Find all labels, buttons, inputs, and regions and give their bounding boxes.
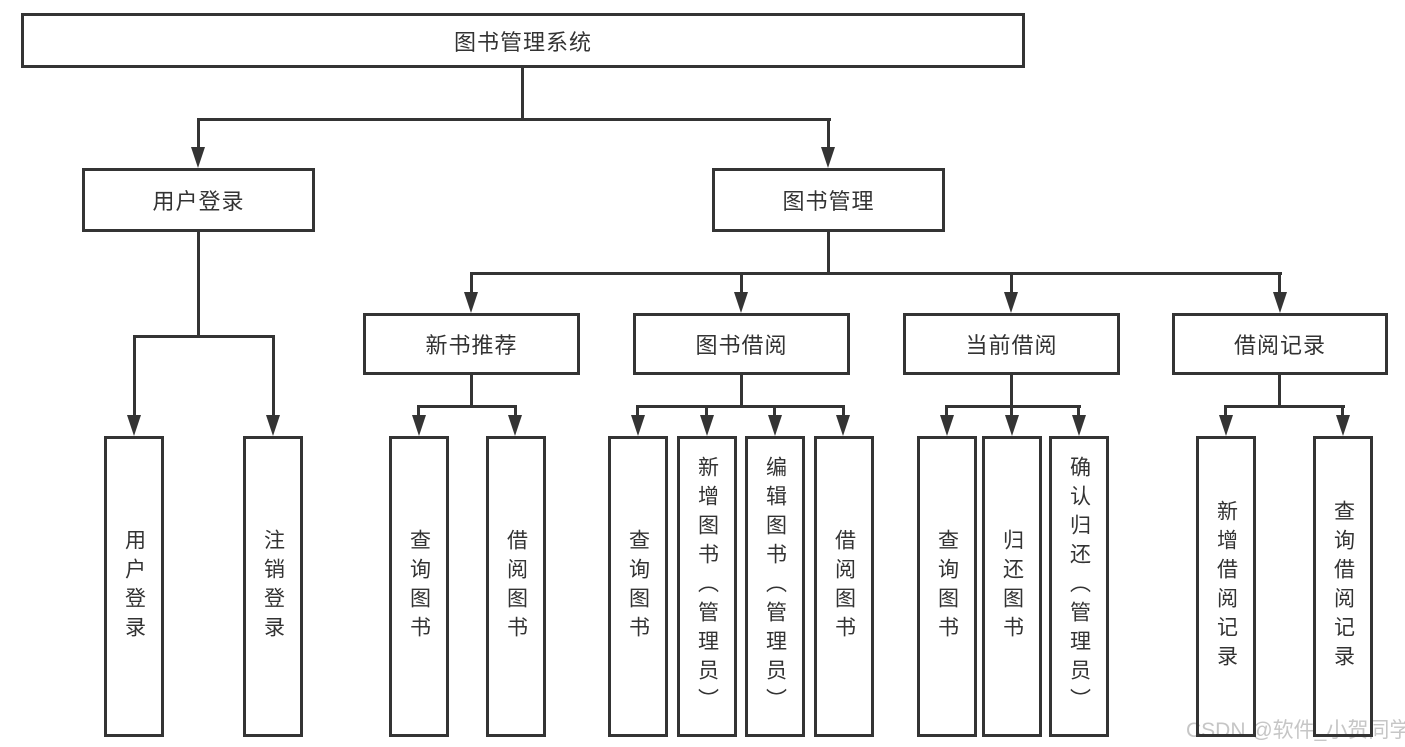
connector-line bbox=[1341, 405, 1344, 417]
node-label: 借阅记录 bbox=[1233, 333, 1326, 358]
leaf-logout-login: 注销登录 bbox=[243, 436, 303, 737]
arrow-down-icon bbox=[1072, 415, 1086, 436]
node-label: 用户登录 bbox=[152, 189, 245, 214]
node-label: 编辑图书（管理员） bbox=[763, 456, 787, 717]
leaf-edit-book-admin: 编辑图书（管理员） bbox=[745, 436, 805, 737]
arrow-down-icon bbox=[631, 415, 645, 436]
connector-line bbox=[1010, 272, 1013, 293]
connector-line bbox=[417, 405, 420, 417]
connector-line bbox=[827, 118, 830, 148]
arrow-down-icon bbox=[464, 292, 478, 313]
leaf-borrow-book: 借阅图书 bbox=[814, 436, 874, 737]
node-label: 当前借阅 bbox=[965, 333, 1058, 358]
node-user-login: 用户登录 bbox=[82, 168, 315, 232]
arrow-down-icon bbox=[836, 415, 850, 436]
connector-line bbox=[827, 232, 830, 274]
connector-line bbox=[417, 405, 517, 408]
leaf-confirm-return-admin: 确认归还（管理员） bbox=[1049, 436, 1109, 737]
node-label: 用户登录 bbox=[122, 528, 146, 645]
node-label: 图书管理系统 bbox=[453, 29, 592, 55]
node-label: 新书推荐 bbox=[425, 333, 518, 358]
connector-line bbox=[1010, 375, 1013, 407]
leaf-query-borrow-record: 查询借阅记录 bbox=[1313, 436, 1373, 737]
leaf-query-book-borrow: 查询图书 bbox=[608, 436, 668, 737]
arrow-down-icon bbox=[940, 415, 954, 436]
connector-line bbox=[773, 405, 776, 417]
leaf-query-book-current: 查询图书 bbox=[917, 436, 977, 737]
node-label: 查询图书 bbox=[935, 528, 959, 645]
connector-line bbox=[1224, 405, 1345, 408]
connector-line bbox=[740, 272, 743, 293]
node-label: 查询借阅记录 bbox=[1331, 499, 1355, 674]
node-label: 新增借阅记录 bbox=[1214, 499, 1238, 674]
arrow-down-icon bbox=[1336, 415, 1350, 436]
connector-line bbox=[470, 375, 473, 407]
arrow-down-icon bbox=[508, 415, 522, 436]
connector-line bbox=[133, 335, 136, 416]
leaf-add-borrow-record: 新增借阅记录 bbox=[1196, 436, 1256, 737]
leaf-user-login: 用户登录 bbox=[104, 436, 164, 737]
arrow-down-icon bbox=[768, 415, 782, 436]
arrow-down-icon bbox=[1004, 292, 1018, 313]
arrow-down-icon bbox=[821, 147, 835, 168]
arrow-down-icon bbox=[127, 415, 141, 436]
connector-line bbox=[521, 66, 524, 118]
connector-line bbox=[272, 335, 275, 416]
node-label: 确认归还（管理员） bbox=[1067, 456, 1091, 717]
node-book-borrow: 图书借阅 bbox=[633, 313, 850, 375]
node-label: 查询图书 bbox=[626, 528, 650, 645]
connector-line bbox=[1010, 405, 1013, 417]
connector-line bbox=[842, 405, 845, 417]
connector-line bbox=[636, 405, 845, 408]
node-label: 注销登录 bbox=[261, 528, 285, 645]
node-current-borrow: 当前借阅 bbox=[903, 313, 1120, 375]
connector-line bbox=[197, 118, 831, 121]
node-label: 图书借阅 bbox=[695, 333, 788, 358]
connector-line bbox=[1224, 405, 1227, 417]
connector-line bbox=[197, 232, 200, 335]
arrow-down-icon bbox=[734, 292, 748, 313]
node-label: 归还图书 bbox=[1000, 528, 1024, 645]
connector-line bbox=[1278, 272, 1281, 293]
connector-line bbox=[1077, 405, 1080, 417]
node-label: 借阅图书 bbox=[832, 528, 856, 645]
leaf-borrow-book-recommend: 借阅图书 bbox=[486, 436, 546, 737]
arrow-down-icon bbox=[191, 147, 205, 168]
connector-line bbox=[514, 405, 517, 417]
arrow-down-icon bbox=[266, 415, 280, 436]
connector-line bbox=[133, 335, 275, 338]
connector-line bbox=[1278, 375, 1281, 407]
leaf-query-book-recommend: 查询图书 bbox=[389, 436, 449, 737]
connector-line bbox=[740, 375, 743, 407]
connector-line bbox=[945, 405, 1081, 408]
connector-line bbox=[945, 405, 948, 417]
node-label: 新增图书（管理员） bbox=[695, 456, 719, 717]
connector-line bbox=[470, 272, 473, 293]
node-library-system: 图书管理系统 bbox=[21, 13, 1025, 68]
connector-line bbox=[197, 118, 200, 148]
node-label: 图书管理 bbox=[782, 189, 875, 214]
arrow-down-icon bbox=[1005, 415, 1019, 436]
node-new-book-recommend: 新书推荐 bbox=[363, 313, 580, 375]
leaf-return-book: 归还图书 bbox=[982, 436, 1042, 737]
arrow-down-icon bbox=[412, 415, 426, 436]
leaf-add-book-admin: 新增图书（管理员） bbox=[677, 436, 737, 737]
node-borrow-records: 借阅记录 bbox=[1172, 313, 1388, 375]
node-label: 查询图书 bbox=[407, 528, 431, 645]
connector-line bbox=[705, 405, 708, 417]
node-label: 借阅图书 bbox=[504, 528, 528, 645]
connector-line bbox=[636, 405, 639, 417]
arrow-down-icon bbox=[700, 415, 714, 436]
arrow-down-icon bbox=[1219, 415, 1233, 436]
connector-line bbox=[470, 272, 1282, 275]
node-book-management: 图书管理 bbox=[712, 168, 945, 232]
arrow-down-icon bbox=[1273, 292, 1287, 313]
